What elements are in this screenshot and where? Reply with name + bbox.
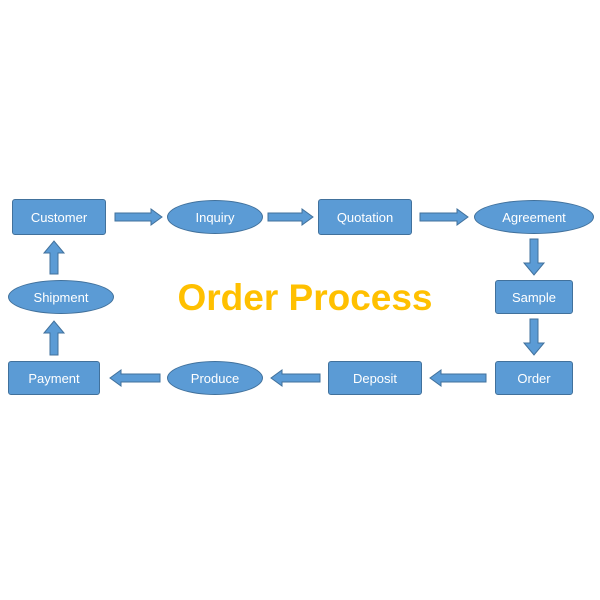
arrow-sample-to-order xyxy=(522,318,546,356)
step-produce: Produce xyxy=(167,361,263,395)
arrow-customer-to-inquiry xyxy=(114,208,163,226)
step-quotation: Quotation xyxy=(318,199,412,235)
arrow-inquiry-to-quotation xyxy=(267,208,314,226)
step-sample: Sample xyxy=(495,280,573,314)
step-customer: Customer xyxy=(12,199,106,235)
arrow-quotation-to-agreement xyxy=(419,208,469,226)
diagram-title: Order Process xyxy=(177,277,433,318)
step-shipment: Shipment xyxy=(8,280,114,314)
arrow-deposit-to-produce xyxy=(270,369,321,387)
step-agreement: Agreement xyxy=(474,200,594,234)
arrow-payment-to-shipment xyxy=(42,320,66,356)
arrow-agreement-to-sample xyxy=(522,238,546,276)
step-payment: Payment xyxy=(8,361,100,395)
step-deposit: Deposit xyxy=(328,361,422,395)
arrow-produce-to-payment xyxy=(109,369,161,387)
step-order: Order xyxy=(495,361,573,395)
step-inquiry: Inquiry xyxy=(167,200,263,234)
arrow-order-to-deposit xyxy=(429,369,487,387)
arrow-shipment-to-customer xyxy=(42,240,66,275)
